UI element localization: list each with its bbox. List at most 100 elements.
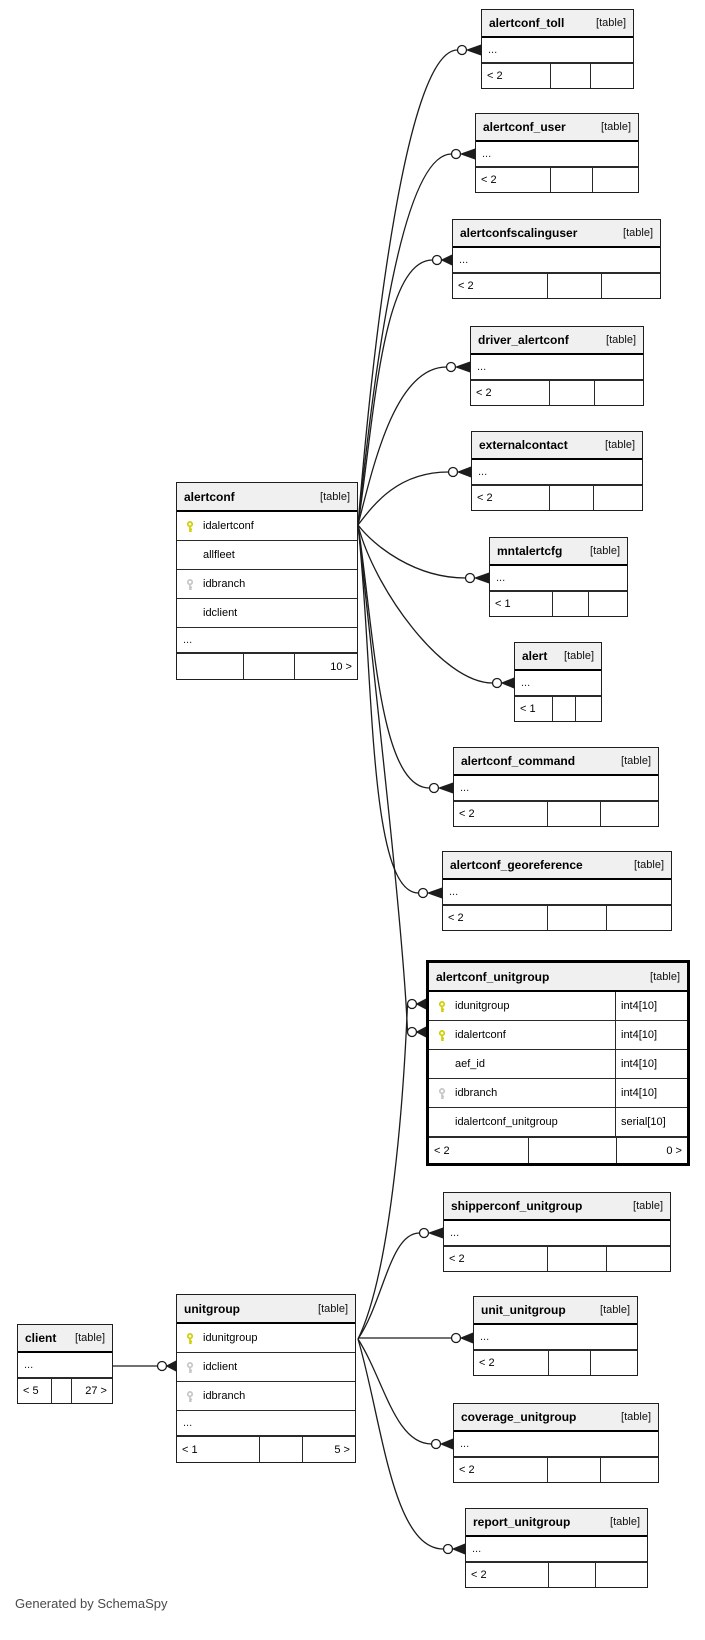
ellipsis: ... [460,1438,470,1450]
children-count-cell: < 2 [482,64,552,88]
more-columns-row: ... [443,880,671,905]
table-tag: [table] [633,1200,663,1212]
crowfoot-arrow [451,1543,465,1555]
table-alertconf_user[interactable]: alertconf_user[table]...< 2 [475,113,639,193]
crowfoot-arrow [456,466,471,478]
children-count-cell: < 2 [476,168,551,192]
table-driver_alertconf[interactable]: driver_alertconf[table]...< 2 [470,326,644,406]
table-mntalertcfg[interactable]: mntalertcfg[table]...< 1 [489,537,628,617]
column-name: idclient [203,1361,238,1373]
crowfoot-arrow [459,1332,473,1344]
table-alertconf_georeference[interactable]: alertconf_georeference[table]...< 2 [442,851,672,931]
table-footer: < 2 [466,1562,647,1587]
cardinality-circle [456,44,468,56]
footer-middle-cell [244,654,295,679]
relationship-line [357,524,419,894]
footer-middle-cell [551,64,591,88]
parents-count-cell [601,802,658,826]
table-tag: [table] [634,859,664,871]
table-alertconf_command[interactable]: alertconf_command [table]...< 2 [453,747,659,827]
column-name: idunitgroup [203,1332,258,1344]
table-alertconfscalinguser[interactable]: alertconfscalinguser[table]...< 2 [452,219,661,299]
crowfoot-arrow [437,782,453,794]
parents-count-cell [607,1247,670,1271]
more-columns-row: ... [454,1432,658,1457]
parents-count-cell [576,697,601,721]
parents-count-cell: 5 > [334,1443,350,1456]
table-footer: < 2 [471,380,643,405]
footer-middle-cell [551,168,593,192]
children-count-cell: < 2 [443,906,548,930]
ellipsis: ... [183,1417,193,1429]
table-tag: [table] [621,755,651,767]
table-tag: [table] [75,1332,105,1344]
cardinality-circle [156,1360,168,1372]
parents-count-cell [591,64,633,88]
table-header: shipperconf_unitgroup[table] [444,1193,670,1221]
foreign-key-icon [184,578,196,591]
table-coverage_unitgroup[interactable]: coverage_unitgroup[table]...< 2 [453,1403,659,1483]
table-alert[interactable]: alert[table]...< 1 [514,642,602,722]
parents-count-cell: 27 > [85,1385,107,1397]
table-footer: < 2 [476,167,638,192]
table-name: alertconf_unitgroup [436,969,550,984]
table-header: alertconf_georeference[table] [443,852,671,880]
table-tag: [table] [564,650,594,662]
ellipsis: ... [521,677,531,689]
table-name: alertconf_user [483,120,566,134]
column-row-allfleet: allfleet [177,541,357,570]
column-name: idclient [203,607,238,619]
table-name: alertconf_command [461,754,576,768]
column-row-idunitgroup: idunitgroup [177,1324,355,1353]
table-header: alertconfscalinguser[table] [453,220,660,248]
parents-count-cell: 0 > [666,1144,682,1157]
crowfoot-arrow [426,887,442,899]
parents-count-cell [601,1458,658,1482]
more-columns-row: ... [177,1411,355,1436]
parents-count-cell [589,592,627,616]
table-unit_unitgroup[interactable]: unit_unitgroup[table]...< 2 [473,1296,638,1376]
footer-middle-cell [529,1138,617,1163]
column-name: idunitgroup [455,1000,510,1012]
footer-middle-cell [548,1458,601,1482]
footer-middle-cell [553,697,577,721]
table-externalcontact[interactable]: externalcontact[table]...< 2 [471,431,643,511]
more-columns-row: ... [454,776,658,801]
more-columns-row: ... [444,1221,670,1246]
table-header: report_unitgroup[table] [466,1509,647,1537]
table-shipperconf_unitgroup[interactable]: shipperconf_unitgroup[table]...< 2 [443,1192,671,1272]
relationship-line [357,1232,420,1340]
column-name: aef_id [455,1058,485,1070]
relationship-line [357,259,433,526]
table-alertconf_toll[interactable]: alertconf_toll[table]...< 2 [481,9,634,89]
more-columns-row: ... [453,248,660,273]
table-footer: 10 > [177,653,357,679]
column-type: int4[10] [615,1021,687,1049]
cardinality-circle [430,1438,442,1450]
table-header: externalcontact[table] [472,432,642,460]
column-name: idalertconf_unitgroup [455,1116,558,1128]
cardinality-circle [447,466,459,478]
ellipsis: ... [24,1359,34,1371]
children-count-cell: < 2 [454,802,548,826]
table-tag: [table] [320,490,350,503]
table-name: unitgroup [184,1301,240,1316]
table-report_unitgroup[interactable]: report_unitgroup[table]...< 2 [465,1508,648,1588]
table-tag: [table] [601,121,631,133]
more-columns-row: ... [471,355,643,380]
crowfoot-arrow [465,44,481,56]
table-header: alertconf_toll[table] [482,10,633,38]
more-columns-row: ... [18,1353,112,1378]
no-key-spacer [436,1116,448,1128]
table-header: alertconf_user [table] [476,114,638,142]
relationship-line [357,524,466,579]
column-type: int4[10] [615,992,687,1020]
